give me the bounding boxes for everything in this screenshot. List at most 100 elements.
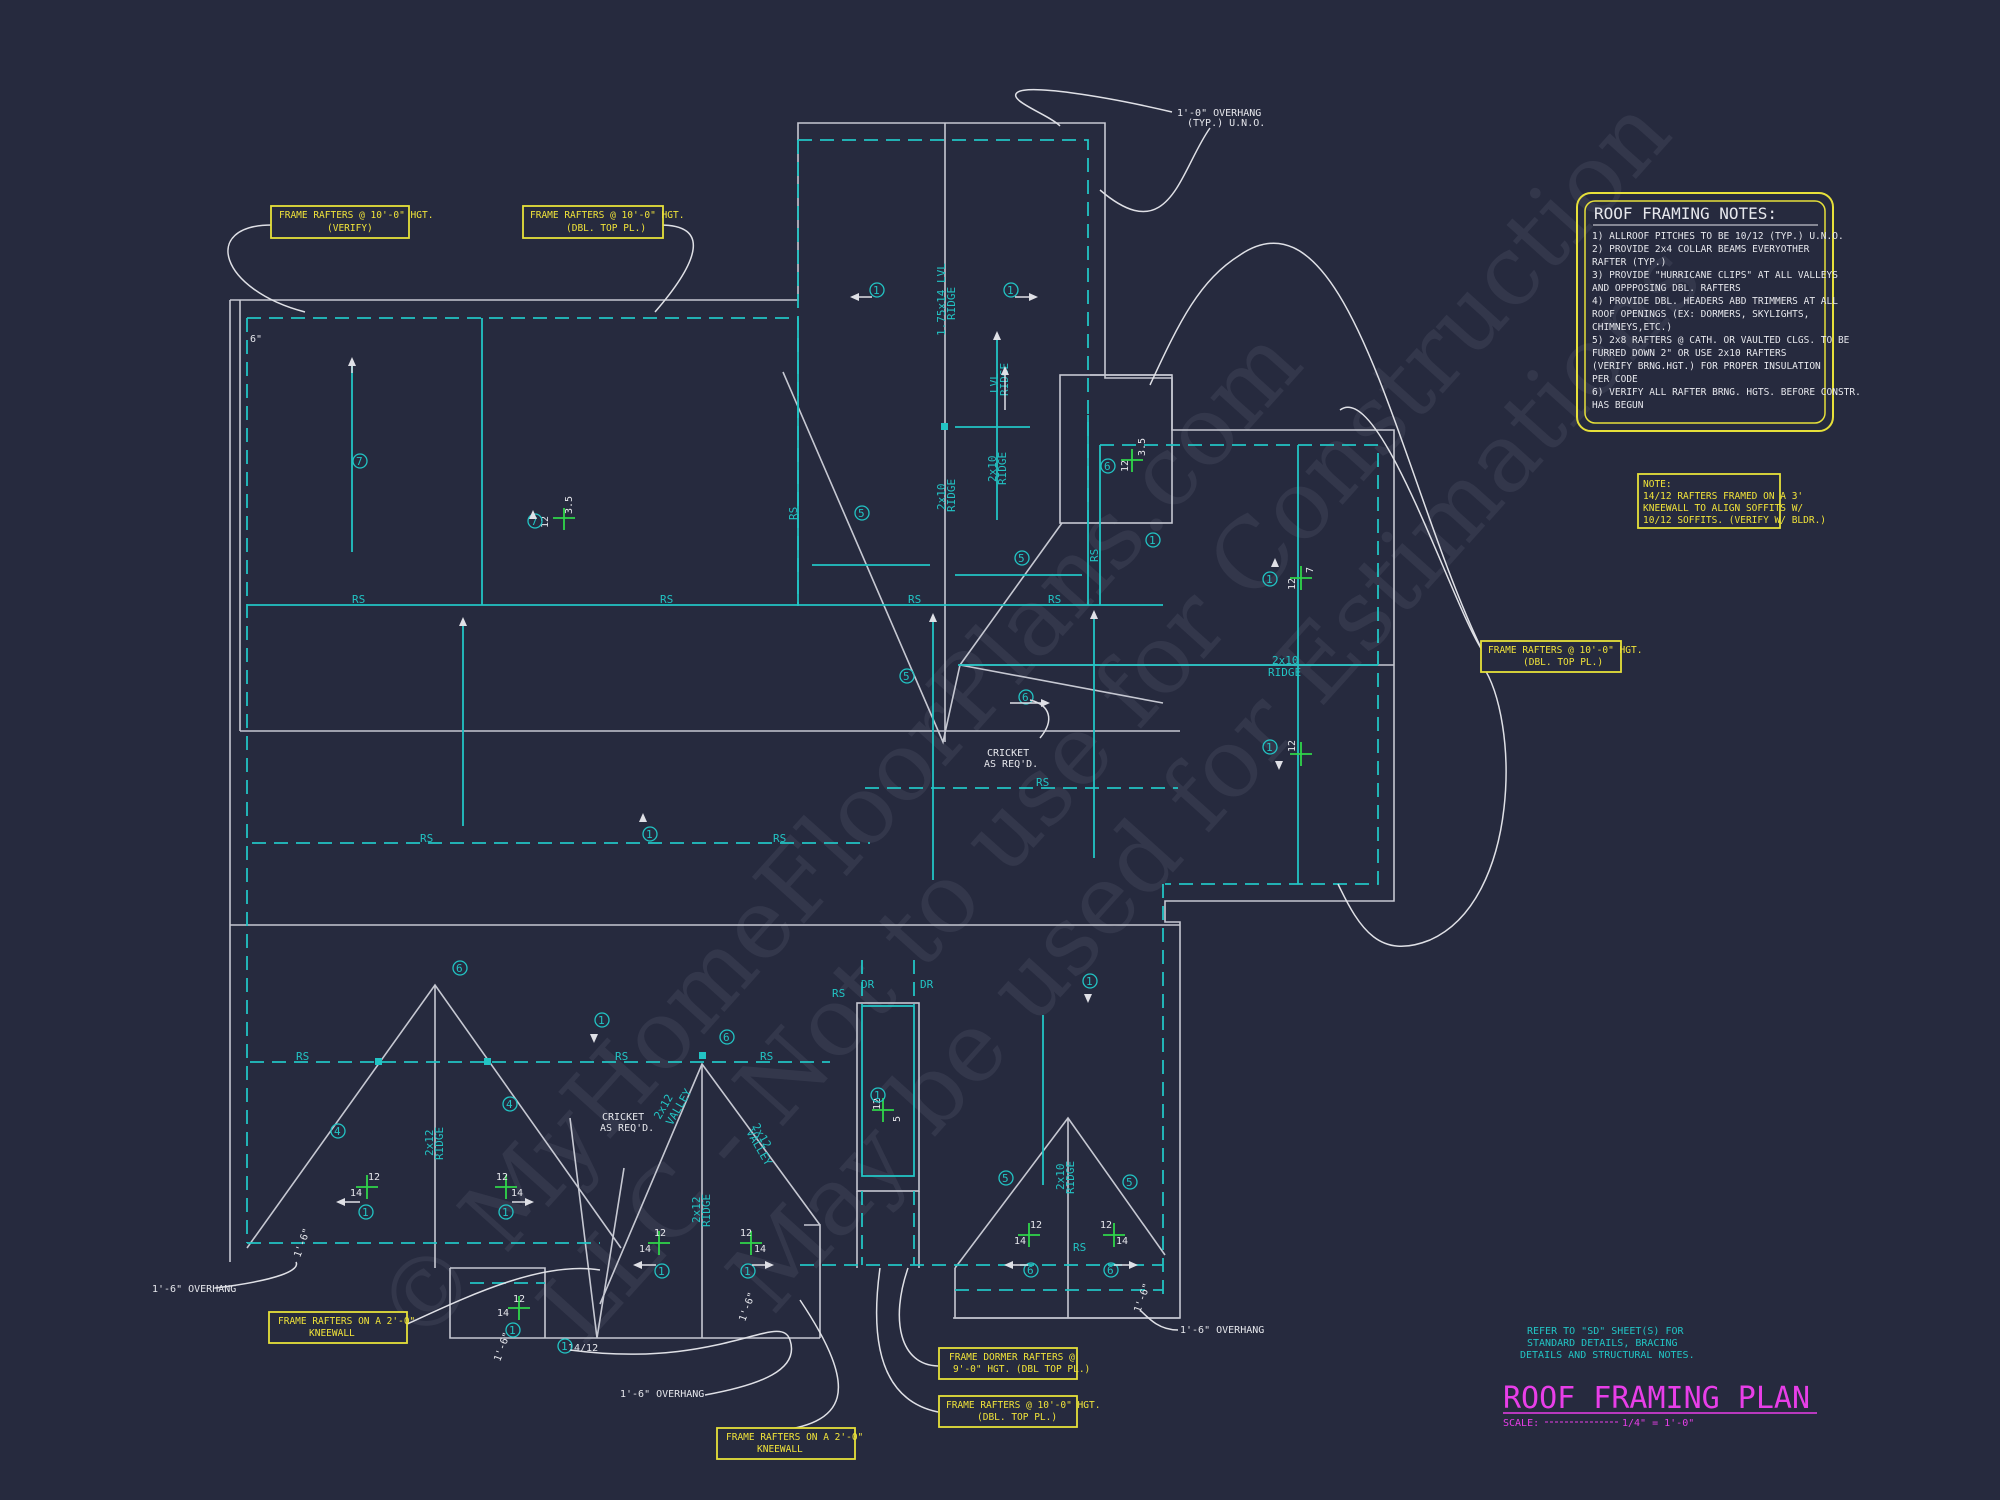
scale-label: SCALE:: [1503, 1418, 1539, 1429]
svg-text:10/12 SOFFITS. (VERIFY W/ BLDR: 10/12 SOFFITS. (VERIFY W/ BLDR.): [1643, 515, 1826, 526]
rs-label: RS: [832, 987, 845, 1000]
cricket-sub-label: AS REQ'D.: [984, 759, 1038, 770]
marker-6: 6: [1027, 1264, 1034, 1277]
svg-text:(DBL. TOP PL.): (DBL. TOP PL.): [977, 1412, 1057, 1423]
ridge-label: RIDGE: [945, 287, 958, 320]
marker-1: 1: [561, 1340, 568, 1353]
marker-1: 1: [1266, 741, 1273, 754]
marker-5: 5: [1018, 552, 1025, 565]
scale-value: 1/4" = 1'-0": [1622, 1418, 1694, 1429]
ridge-label: RIDGE: [433, 1127, 446, 1160]
dim-label: 1'-6": [1132, 1282, 1153, 1314]
marker-1: 1: [362, 1206, 369, 1219]
ridge-label: RIDGE: [1064, 1161, 1077, 1194]
svg-text:FURRED DOWN 2" OR USE 2x10 RAF: FURRED DOWN 2" OR USE 2x10 RAFTERS: [1592, 348, 1787, 359]
rs-label: RS: [296, 1050, 309, 1063]
marker-1: 1: [873, 284, 880, 297]
pitch-label: 12: [1120, 460, 1131, 472]
pitch-label: 12: [1100, 1220, 1112, 1231]
dim-label: 1'-6": [737, 1291, 758, 1323]
dim-label: 6": [250, 334, 262, 345]
marker-1: 1: [1266, 573, 1273, 586]
callout-frame-left: FRAME RAFTERS @ 10'-0" HGT. (VERIFY): [270, 205, 433, 239]
marker-1: 1: [1149, 534, 1156, 547]
svg-text:(DBL. TOP PL.): (DBL. TOP PL.): [1523, 657, 1603, 668]
callout-kneewall-left: FRAME RAFTERS ON A 2'-0" KNEEWALL: [268, 1311, 415, 1344]
two-by-ten-label: 2x10: [986, 456, 999, 483]
marker-7: 7: [531, 515, 538, 528]
callout-kneewall-mid: FRAME RAFTERS ON A 2'-0" KNEEWALL: [716, 1427, 863, 1460]
marker-7: 7: [356, 455, 363, 468]
svg-text:FRAME RAFTERS ON A 2'-0": FRAME RAFTERS ON A 2'-0": [278, 1316, 415, 1327]
svg-text:2) PROVIDE 2x4 COLLAR BEAMS EV: 2) PROVIDE 2x4 COLLAR BEAMS EVERYOTHER: [1592, 244, 1810, 255]
pitch-label: 14: [1116, 1236, 1128, 1247]
pitch-label: 14: [639, 1244, 651, 1255]
svg-text:KNEEWALL TO ALIGN SOFFITS W/: KNEEWALL TO ALIGN SOFFITS W/: [1643, 503, 1803, 514]
marker-6: 6: [723, 1031, 730, 1044]
cricket-label: CRICKET: [602, 1112, 644, 1123]
marker-1: 1: [502, 1206, 509, 1219]
marker-6: 6: [1107, 1264, 1114, 1277]
marker-5: 5: [1126, 1176, 1133, 1189]
svg-text:9'-0" HGT. (DBL TOP PL.): 9'-0" HGT. (DBL TOP PL.): [953, 1364, 1090, 1375]
pitch-label: 12: [1030, 1220, 1042, 1231]
svg-text:FRAME DORMER RAFTERS @: FRAME DORMER RAFTERS @: [949, 1352, 1075, 1363]
notes-title: ROOF FRAMING NOTES:: [1594, 204, 1777, 223]
rs-label: RS: [773, 832, 786, 845]
svg-text:NOTE:: NOTE:: [1643, 479, 1672, 490]
pitch-label: 12: [496, 1172, 508, 1183]
pitch-label: 12: [872, 1098, 883, 1110]
pitch-label: 12: [740, 1228, 752, 1239]
svg-text:5) 2x8 RAFTERS @ CATH. OR VAUL: 5) 2x8 RAFTERS @ CATH. OR VAULTED CLGS. …: [1592, 335, 1850, 346]
marker-1: 1: [1007, 284, 1014, 297]
watermark-line-2: LLC - Not to use for Construction: [517, 76, 1692, 1364]
cricket-label: CRICKET: [987, 748, 1029, 759]
svg-text:6) VERIFY ALL RAFTER BRNG. HGT: 6) VERIFY ALL RAFTER BRNG. HGTS. BEFORE …: [1592, 387, 1861, 398]
svg-text:1) ALLROOF PITCHES TO BE 10/1: 1) ALLROOF PITCHES TO BE 10/12 (TYP.) U.…: [1592, 231, 1844, 242]
overhang-label: 1'-6" OVERHANG: [152, 1284, 236, 1295]
title-block: ROOF FRAMING PLAN SCALE: 1/4" = 1'-0": [1503, 1381, 1817, 1429]
rs-label: RS: [1036, 776, 1049, 789]
direction-arrows: [336, 293, 1283, 1269]
pitch-label: 14: [511, 1188, 523, 1199]
marker-6: 6: [456, 962, 463, 975]
pitch-label: 3.5: [564, 496, 575, 514]
svg-text:3) PROVIDE "HURRICANE CLIPS" A: 3) PROVIDE "HURRICANE CLIPS" AT ALL VALL…: [1592, 270, 1838, 281]
callout-frame-right: FRAME RAFTERS @ 10'-0" HGT. (DBL. TOP PL…: [1480, 640, 1642, 673]
callout-frame-mid: FRAME RAFTERS @ 10'-0" HGT. (DBL. TOP PL…: [522, 205, 684, 239]
marker-5: 5: [903, 670, 910, 683]
svg-text:FRAME RAFTERS @ 10'-0" HGT.: FRAME RAFTERS @ 10'-0" HGT.: [1488, 645, 1642, 656]
marker-4: 4: [334, 1125, 341, 1138]
svg-text:DETAILS AND STRUCTURAL NOTES.: DETAILS AND STRUCTURAL NOTES.: [1520, 1350, 1695, 1361]
rs-label: RS: [908, 593, 921, 606]
framing-members: [246, 139, 1379, 1300]
pitch-label: 12: [1287, 578, 1298, 590]
rs-label: RS: [420, 832, 433, 845]
cricket-sub-label: AS REQ'D.: [600, 1123, 654, 1134]
ridge-label: RIDGE: [996, 452, 1009, 485]
two-by-ten-label: 2x10: [1054, 1164, 1067, 1191]
pitch-label: 12: [513, 1294, 525, 1305]
two-by-ten-label: 2x10: [1272, 654, 1299, 667]
marker-1: 1: [658, 1265, 665, 1278]
marker-1: 1: [874, 1089, 881, 1102]
rs-label: RS: [760, 1050, 773, 1063]
pitch-label: 12: [540, 516, 551, 528]
svg-text:STANDARD DETAILS, BRACING: STANDARD DETAILS, BRACING: [1527, 1338, 1678, 1349]
plan-title: ROOF FRAMING PLAN: [1503, 1381, 1810, 1416]
dr-label: DR: [861, 978, 875, 991]
roof-framing-notes: ROOF FRAMING NOTES: 1) ALLROOF PITCHES T…: [1576, 192, 1861, 432]
ridge-lvl-label: 1.75x14 LVL: [935, 263, 948, 336]
two-by-twelve-label: 2x12: [423, 1130, 436, 1157]
roof-outline: [229, 122, 1395, 1339]
svg-text:FRAME RAFTERS @ 10'-0" HGT.: FRAME RAFTERS @ 10'-0" HGT.: [530, 210, 684, 221]
svg-text:REFER TO "SD" SHEET(S) FOR: REFER TO "SD" SHEET(S) FOR: [1527, 1326, 1685, 1337]
marker-1: 1: [646, 828, 653, 841]
pitch-label: 14: [754, 1244, 766, 1255]
pitch-label: 14: [1014, 1236, 1026, 1247]
callout-markers: 1 1 7 7 5 5 6 1 1 1 5 6 1 1 1 6 6 4 4 1 …: [330, 282, 1278, 1354]
svg-text:14/12 RAFTERS FRAMED ON A 3': 14/12 RAFTERS FRAMED ON A 3': [1643, 491, 1803, 502]
marker-5: 5: [1002, 1172, 1009, 1185]
svg-text:FRAME RAFTERS ON A 2'-0": FRAME RAFTERS ON A 2'-0": [726, 1432, 863, 1443]
